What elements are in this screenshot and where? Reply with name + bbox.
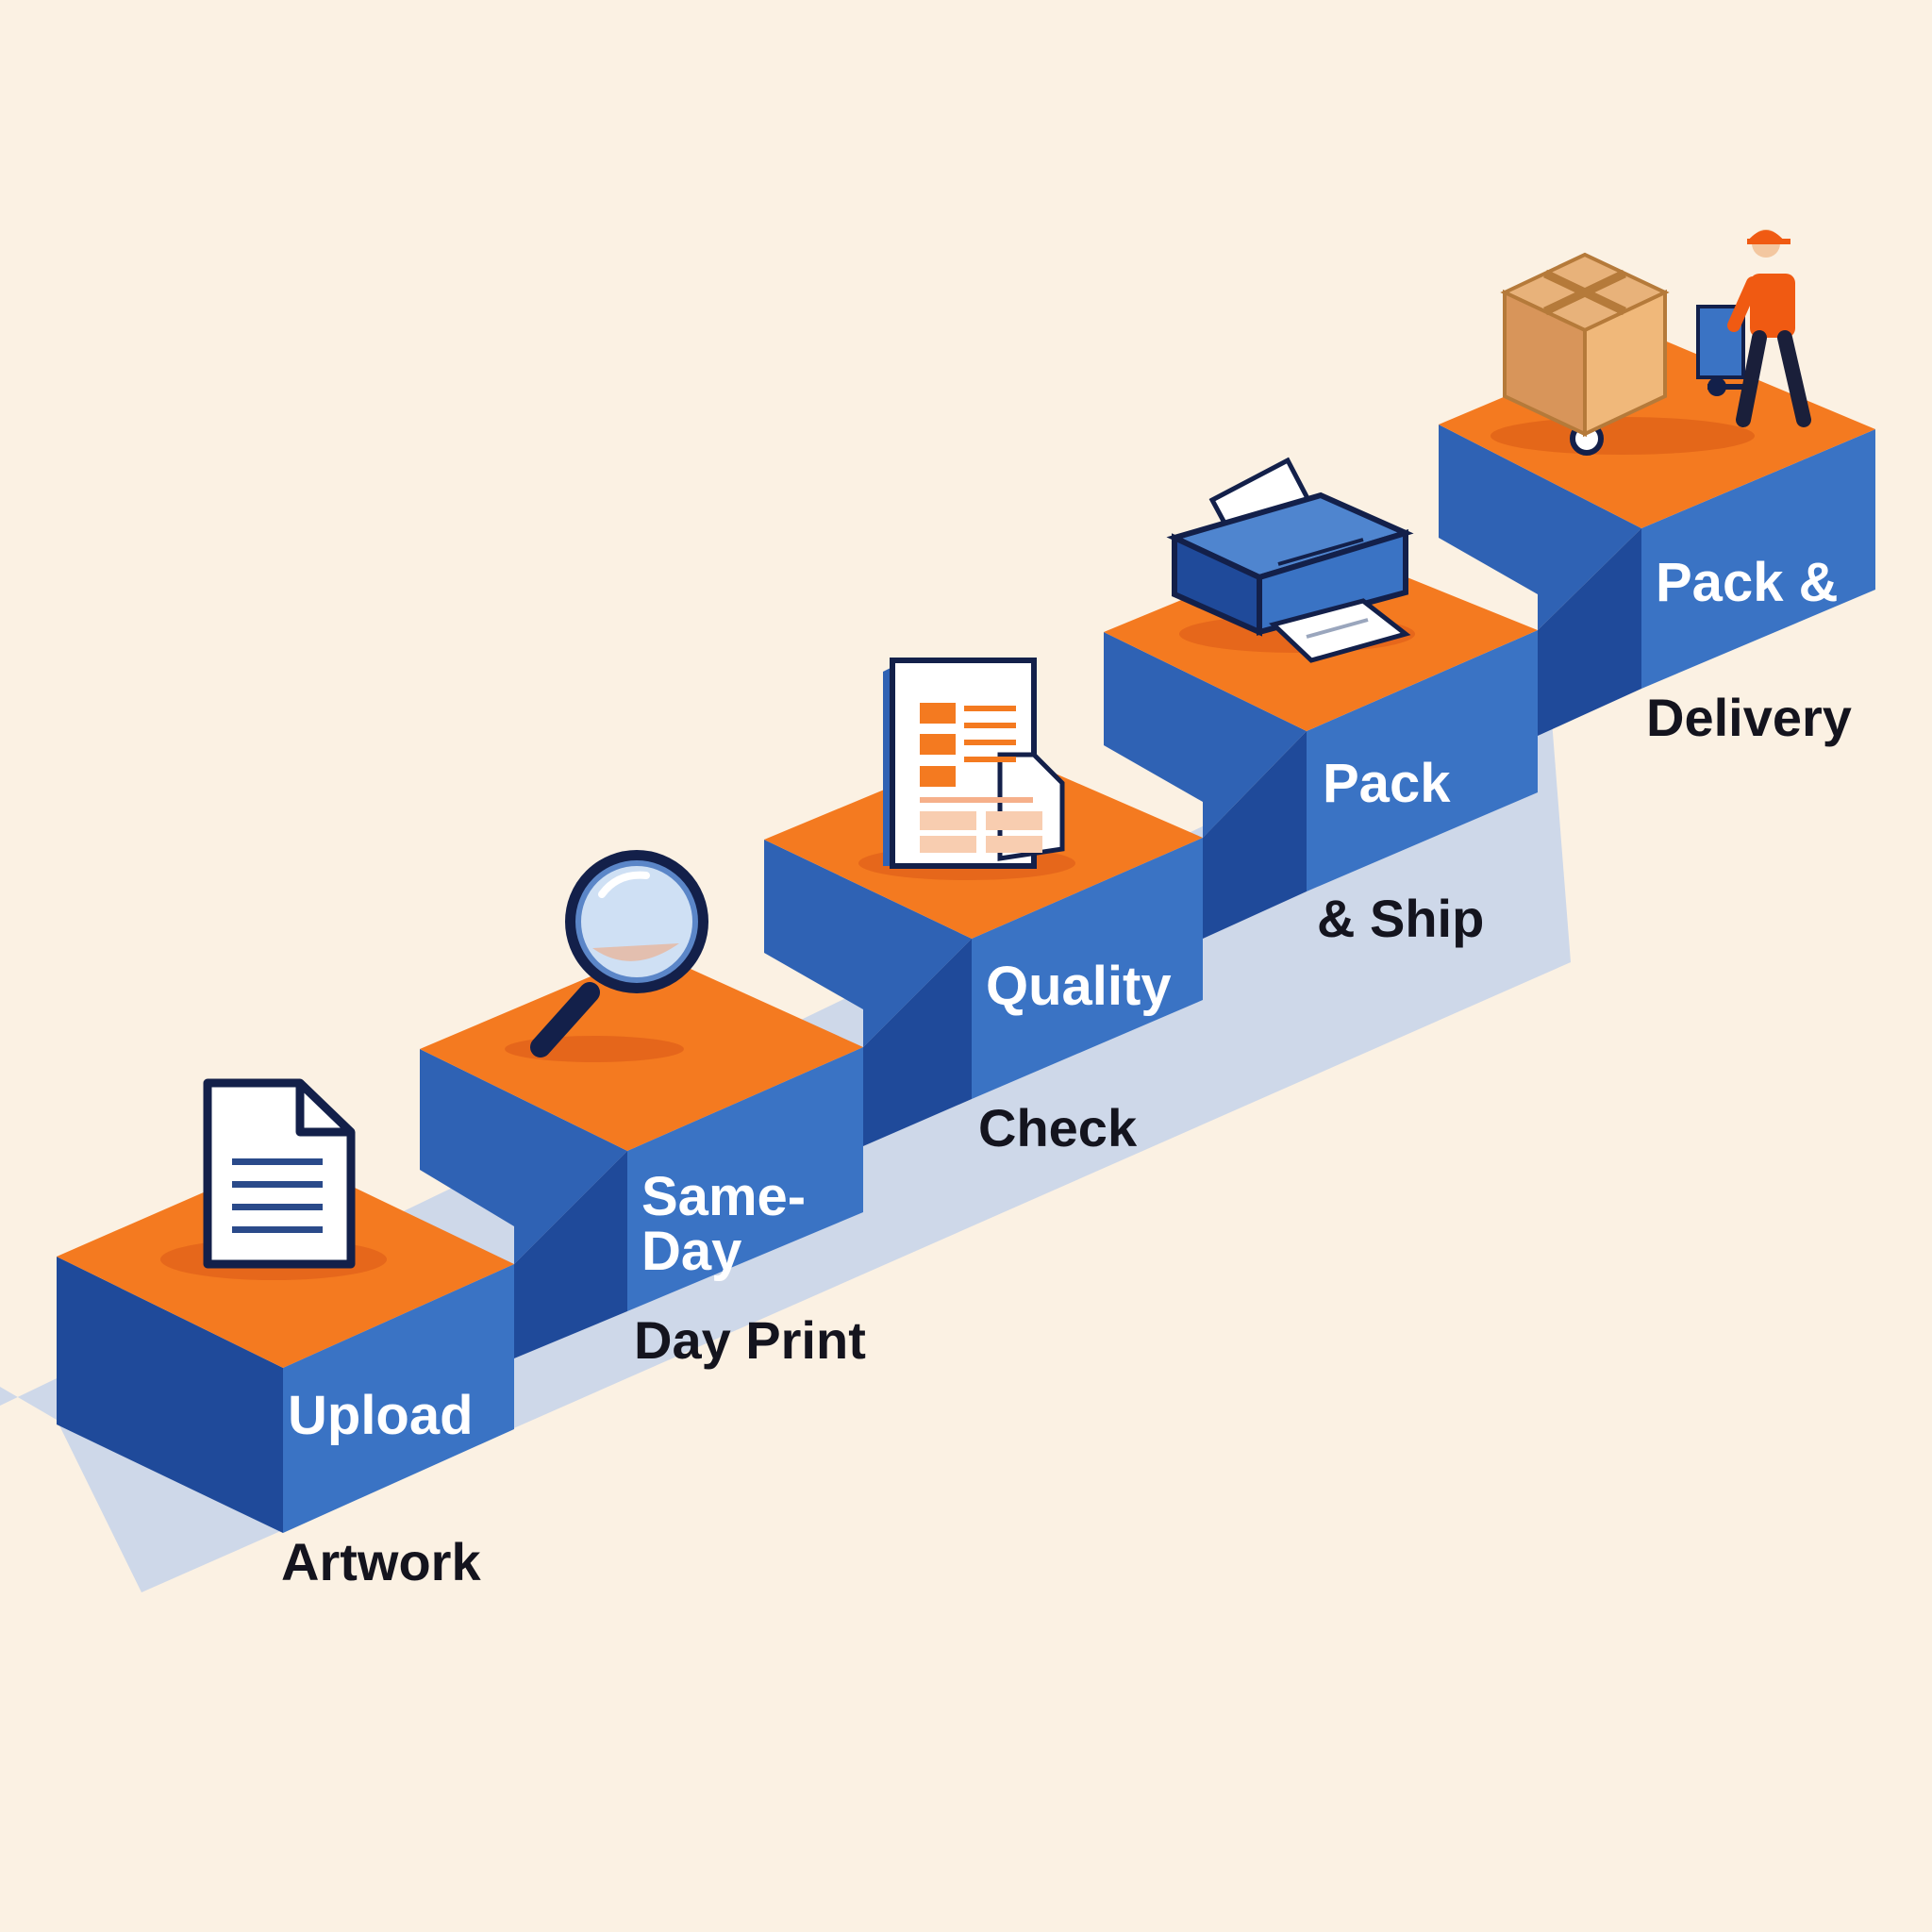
step-2-below-label: Day Print	[634, 1310, 866, 1370]
step-1-face-label: Upload	[288, 1385, 474, 1446]
step-5-face-label: Pack &	[1656, 552, 1838, 613]
document-icon	[160, 1078, 387, 1280]
step-2-face-label: Same- Day	[641, 1166, 821, 1282]
courier-cart-icon	[1491, 229, 1811, 456]
printer-icon	[1166, 457, 1415, 663]
step-1-below-label: Artwork	[281, 1532, 481, 1591]
step-5-below-label: Delivery	[1646, 688, 1852, 747]
step-3-face-label: Quality	[986, 956, 1172, 1017]
magnifier-icon	[505, 850, 708, 1062]
step-4-below-label: & Ship	[1317, 889, 1484, 948]
step-4-face-label: Pack	[1323, 753, 1451, 814]
step-3-below-label: Check	[978, 1098, 1138, 1158]
report-icon	[858, 658, 1075, 880]
